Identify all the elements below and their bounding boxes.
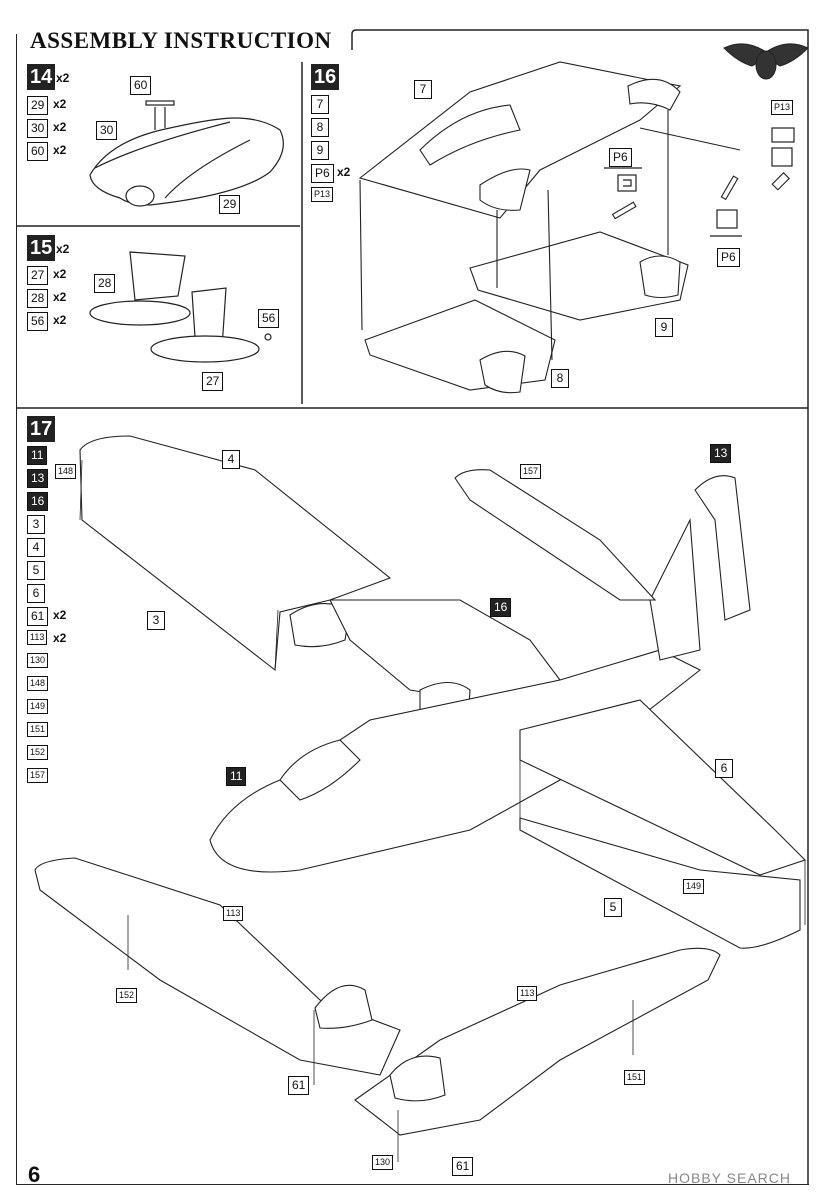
step17-part-16: 16 xyxy=(27,492,49,511)
step14-part-29: 29 xyxy=(27,96,49,115)
callout-30: 30 xyxy=(96,121,118,140)
callout-157: 157 xyxy=(520,464,542,479)
step17-part-13: 13 xyxy=(27,469,49,488)
step16-part-P6-qty: x2 xyxy=(337,165,351,179)
step17-part-5: 5 xyxy=(27,561,45,580)
step16-part-9: 9 xyxy=(311,141,329,160)
callout-3: 3 xyxy=(147,611,165,630)
callout-113-right: 113 xyxy=(517,986,538,1001)
step15-part-27-qty: x2 xyxy=(53,267,67,281)
step17-part-151: 151 xyxy=(27,722,49,737)
step-16-number: 16 xyxy=(311,64,340,90)
step17-part-113-qty: x2 xyxy=(53,631,67,645)
callout-5: 5 xyxy=(604,898,622,917)
step16-part-P13: P13 xyxy=(311,187,334,202)
callout-152: 152 xyxy=(116,988,138,1003)
callout-16: 16 xyxy=(490,598,512,617)
step14-part-30-qty: x2 xyxy=(53,120,67,134)
callout-P6-upper: P6 xyxy=(609,148,632,167)
callout-27: 27 xyxy=(202,372,224,391)
callout-61-right: 61 xyxy=(452,1157,474,1176)
step-14-count: x2 xyxy=(56,71,70,85)
step14-part-29-qty: x2 xyxy=(53,97,67,111)
page-number: 6 xyxy=(28,1162,41,1187)
callout-61-left: 61 xyxy=(288,1076,310,1095)
callout-4: 4 xyxy=(222,450,240,469)
step15-part-28: 28 xyxy=(27,289,49,308)
step15-part-28-qty: x2 xyxy=(53,290,67,304)
callout-P6-lower: P6 xyxy=(717,248,740,267)
callout-151: 151 xyxy=(624,1070,646,1085)
step14-part-60: 60 xyxy=(27,142,49,161)
page-title: ASSEMBLY INSTRUCTION xyxy=(30,28,332,53)
step-15-number: 15 xyxy=(27,235,56,261)
watermark: HOBBY SEARCH xyxy=(668,1170,791,1186)
callout-149: 149 xyxy=(683,879,705,894)
step17-part-3: 3 xyxy=(27,515,45,534)
step17-part-113: 113 xyxy=(27,630,48,645)
callout-29: 29 xyxy=(219,195,241,214)
callout-60: 60 xyxy=(130,76,152,95)
callout-28: 28 xyxy=(94,274,116,293)
step-17-number: 17 xyxy=(27,416,56,442)
step17-part-130: 130 xyxy=(27,653,49,668)
instruction-frame xyxy=(16,34,809,1185)
step17-part-4: 4 xyxy=(27,538,45,557)
callout-113-left: 113 xyxy=(223,906,244,921)
step17-part-61-qty: x2 xyxy=(53,608,67,622)
step15-part-27: 27 xyxy=(27,266,49,285)
step17-part-157: 157 xyxy=(27,768,49,783)
callout-56: 56 xyxy=(258,309,280,328)
callout-13: 13 xyxy=(710,444,732,463)
step16-part-8: 8 xyxy=(311,118,329,137)
callout-9: 9 xyxy=(655,318,673,337)
step16-part-P6: P6 xyxy=(311,164,334,183)
step17-part-149: 149 xyxy=(27,699,49,714)
step17-part-148: 148 xyxy=(27,676,49,691)
callout-130: 130 xyxy=(372,1155,394,1170)
step17-part-152: 152 xyxy=(27,745,49,760)
step14-part-60-qty: x2 xyxy=(53,143,67,157)
step17-part-11: 11 xyxy=(27,446,48,465)
step-15-count: x2 xyxy=(56,242,70,256)
step-14-number: 14 xyxy=(27,64,56,90)
callout-8: 8 xyxy=(551,369,569,388)
step17-part-61: 61 xyxy=(27,607,49,626)
callout-6: 6 xyxy=(715,759,733,778)
callout-7: 7 xyxy=(414,80,432,99)
callout-P13: P13 xyxy=(771,100,794,115)
step17-part-6: 6 xyxy=(27,584,45,603)
step15-part-56: 56 xyxy=(27,312,49,331)
step14-part-30: 30 xyxy=(27,119,49,138)
step16-part-7: 7 xyxy=(311,95,329,114)
step15-part-56-qty: x2 xyxy=(53,313,67,327)
callout-11: 11 xyxy=(226,767,247,786)
callout-148: 148 xyxy=(55,464,77,479)
